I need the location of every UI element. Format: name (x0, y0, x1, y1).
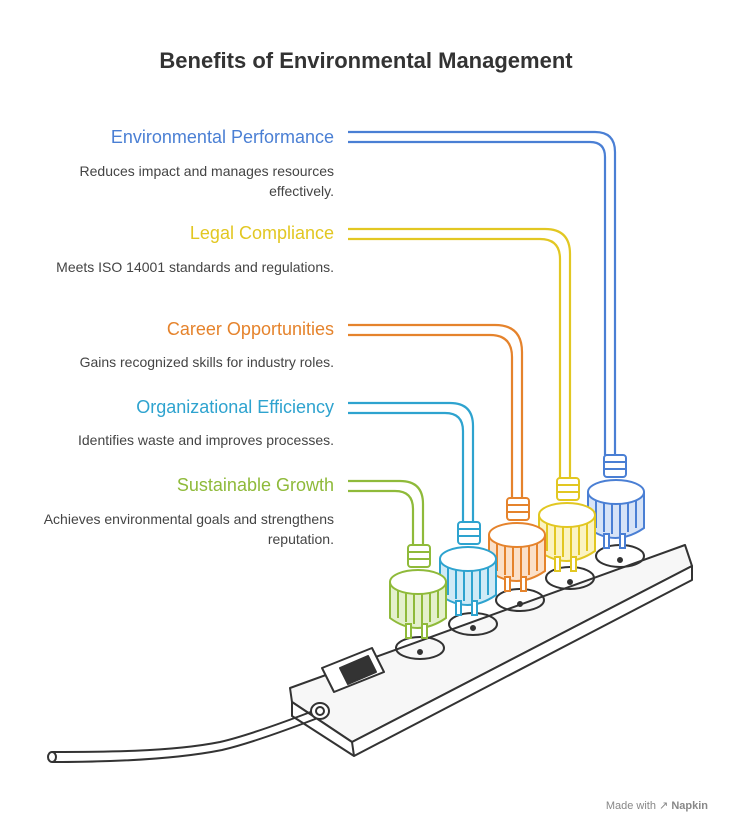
plug-icon (389, 544, 447, 639)
credit-made-with: Made with (605, 800, 656, 812)
plug-icon (587, 454, 645, 549)
napkin-logo-icon: ↗ (659, 800, 669, 812)
credit-brand: Napkin (671, 800, 708, 812)
item-desc-legal-compliance: Meets ISO 14001 standards and regulation… (56, 259, 334, 275)
plug-icon (538, 477, 596, 572)
item-title-environmental-performance: Environmental Performance (110, 127, 334, 147)
item-title-organizational-efficiency: Organizational Efficiency (136, 397, 334, 417)
item-title-sustainable-growth: Sustainable Growth (176, 475, 334, 495)
wires (348, 130, 617, 545)
power-strip-icon (289, 544, 693, 757)
cable-icon (47, 702, 330, 763)
item-desc-organizational-efficiency: Identifies waste and improves processes. (77, 432, 334, 448)
item-desc-environmental-performance: Reduces impact and manages resources eff… (79, 163, 334, 199)
item-desc-sustainable-growth: Achieves environmental goals and strengt… (43, 511, 334, 547)
switch-icon (321, 647, 385, 693)
plug-icon (488, 497, 546, 592)
item-title-career-opportunities: Career Opportunities (166, 319, 334, 339)
credit: Made with ↗ Napkin (606, 799, 708, 812)
plug-icon (439, 521, 497, 616)
item-desc-career-opportunities: Gains recognized skills for industry rol… (79, 354, 334, 370)
page-title: Benefits of Environmental Management (159, 48, 573, 73)
item-title-legal-compliance: Legal Compliance (189, 223, 334, 243)
